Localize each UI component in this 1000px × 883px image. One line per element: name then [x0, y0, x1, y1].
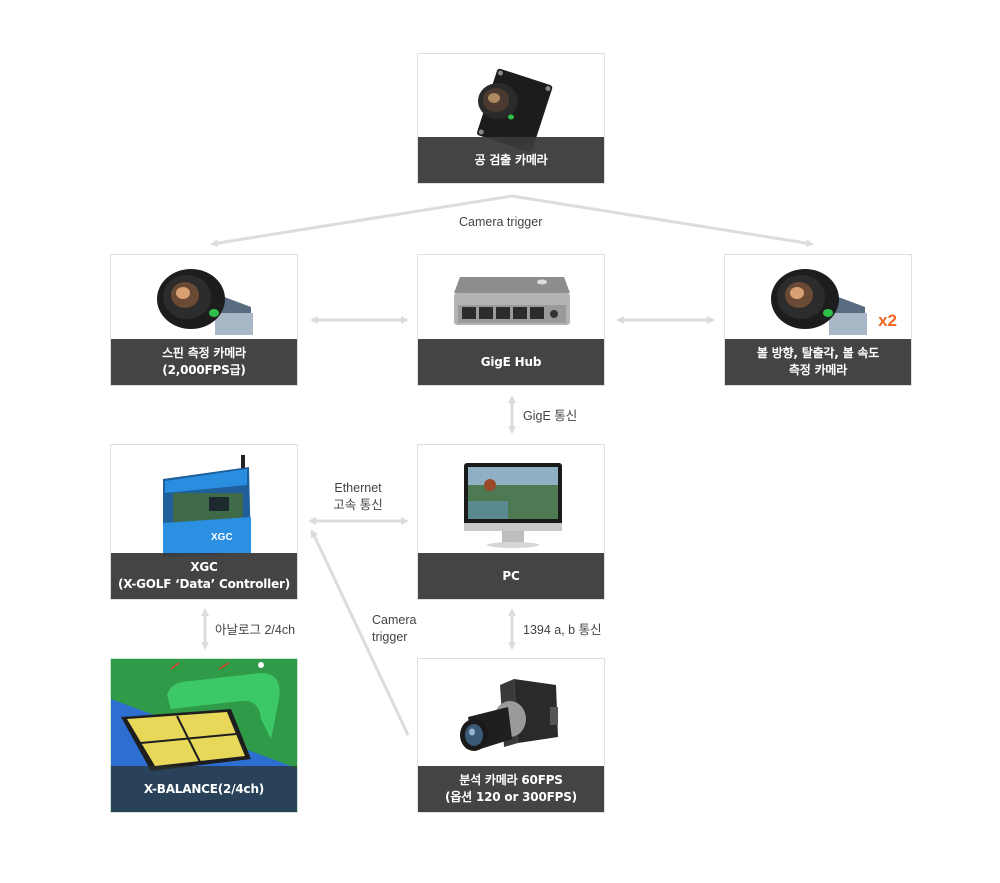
ball-camera-label: 공 검출 카메라 — [474, 152, 548, 167]
analysis-camera-sublabel: (옵션 120 or 300FPS) — [445, 790, 577, 804]
camera-trigger-lower-line2: trigger — [372, 630, 408, 644]
quantity-badge: x2 — [878, 311, 897, 330]
analysis-camera-label: 분석 카메라 60FPS — [459, 773, 563, 787]
ethernet-label: Ethernet 고속 통신 — [326, 480, 390, 514]
node-ball-camera: 공 검출 카메라 — [417, 53, 605, 184]
node-direction-camera: x2 볼 방향, 탈출각, 볼 속도 측정 카메라 — [724, 254, 912, 386]
spin-camera-label: 스핀 측정 카메라 — [162, 346, 246, 360]
ethernet-label-line1: Ethernet — [334, 481, 382, 495]
node-pc: PC — [417, 444, 605, 600]
camera-trigger-lower-label: Camera trigger — [372, 612, 416, 646]
analysis-xgc-trigger-arrow — [310, 529, 410, 736]
ball-camera-image — [418, 54, 604, 183]
node-gige-hub: GigE Hub — [417, 254, 605, 386]
node-xgc: XGC XGC (X-GOLF ‘Data’ Controller) — [110, 444, 298, 600]
direction-camera-caption: 볼 방향, 탈출각, 볼 속도 측정 카메라 — [725, 339, 911, 385]
pc-caption: PC — [418, 553, 604, 599]
analog-label: 아날로그 2/4ch — [215, 623, 296, 637]
trigger-arrow-left — [210, 194, 513, 248]
svg-text:XGC: XGC — [211, 532, 233, 543]
gige-hub-image — [418, 255, 604, 385]
spin-camera-image — [111, 255, 297, 385]
spin-camera-sublabel: (2,000FPS급) — [162, 363, 246, 377]
direction-camera-label: 볼 방향, 탈출각, 볼 속도 — [756, 346, 880, 360]
pc-image — [418, 445, 604, 599]
x-balance-caption: X-BALANCE(2/4ch) — [111, 766, 297, 812]
camera-trigger-top-label: Camera trigger — [459, 215, 543, 229]
xgc-sublabel: (X-GOLF ‘Data’ Controller) — [117, 577, 291, 591]
pc-label: PC — [502, 568, 520, 583]
node-analysis-camera: 분석 카메라 60FPS (옵션 120 or 300FPS) — [417, 658, 605, 813]
gige-hub-label: GigE Hub — [480, 354, 542, 369]
firewire-label: 1394 a, b 통신 — [523, 623, 602, 637]
camera-trigger-lower-line1: Camera — [372, 613, 417, 627]
analysis-camera-image — [418, 659, 604, 812]
gige-hub-caption: GigE Hub — [418, 339, 604, 385]
spin-camera-caption: 스핀 측정 카메라 (2,000FPS급) — [111, 339, 297, 385]
analysis-camera-caption: 분석 카메라 60FPS (옵션 120 or 300FPS) — [418, 766, 604, 812]
xgc-label: XGC — [190, 560, 218, 574]
direction-camera-image — [725, 255, 911, 385]
node-x-balance: X-BALANCE(2/4ch) — [110, 658, 298, 813]
x-balance-label: X-BALANCE(2/4ch) — [143, 781, 265, 796]
ethernet-label-line2: 고속 통신 — [333, 498, 383, 512]
trigger-arrow-right — [511, 194, 814, 248]
direction-camera-sublabel: 측정 카메라 — [788, 363, 848, 377]
ball-camera-caption: 공 검출 카메라 — [418, 137, 604, 183]
node-spin-camera: 스핀 측정 카메라 (2,000FPS급) — [110, 254, 298, 386]
xgc-caption: XGC (X-GOLF ‘Data’ Controller) — [111, 553, 297, 599]
xgc-image: XGC — [111, 445, 297, 599]
gige-comm-label: GigE 통신 — [523, 409, 578, 423]
